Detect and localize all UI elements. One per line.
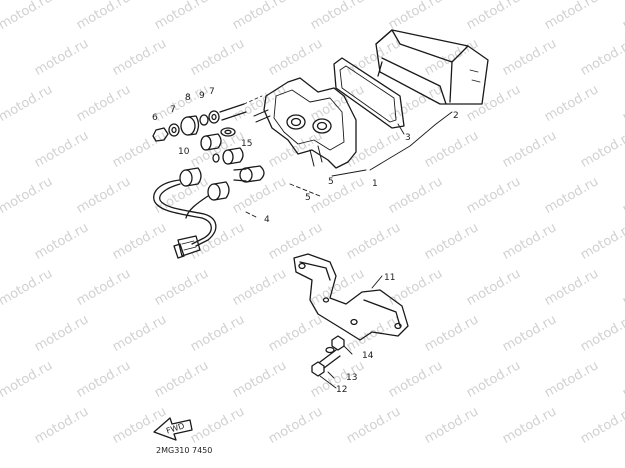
part-label-5b: 5 [305, 193, 311, 203]
part-label-14: 14 [362, 351, 374, 361]
part-label-2: 2 [453, 111, 459, 121]
bulbs-part-5 [212, 153, 265, 183]
part-label-12: 12 [336, 385, 347, 395]
leader-lines [245, 111, 453, 389]
gasket-part-3 [333, 57, 405, 129]
license-bracket-part-11 [293, 253, 409, 341]
part-label-10: 10 [178, 147, 190, 157]
part-label-7a: 7 [170, 105, 176, 115]
washer-part-15 [220, 127, 236, 137]
part-label-5a: 5 [328, 177, 334, 187]
part-label-6: 6 [152, 113, 158, 123]
part-label-13: 13 [346, 373, 357, 383]
part-label-4: 4 [264, 215, 270, 225]
part-label-9: 9 [199, 91, 205, 101]
part-label-1: 1 [372, 179, 378, 189]
lens-cover-part-2 [375, 29, 489, 105]
part-label-8: 8 [185, 93, 191, 103]
part-label-7b: 7 [209, 87, 215, 97]
part-label-11: 11 [384, 273, 395, 283]
mounting-hardware-parts-12-14 [311, 335, 345, 377]
wire-harness-part-4 [153, 167, 230, 259]
part-label-3: 3 [405, 133, 411, 143]
drawing-code: 2MG310 7450 [156, 446, 212, 455]
lamp-housing-part-1 [253, 77, 357, 169]
forward-arrow-icon [153, 417, 193, 441]
fastener-stack-parts-6-9 [152, 95, 263, 142]
bulb-sockets-part-10 [200, 133, 244, 165]
part-label-15: 15 [241, 139, 252, 149]
